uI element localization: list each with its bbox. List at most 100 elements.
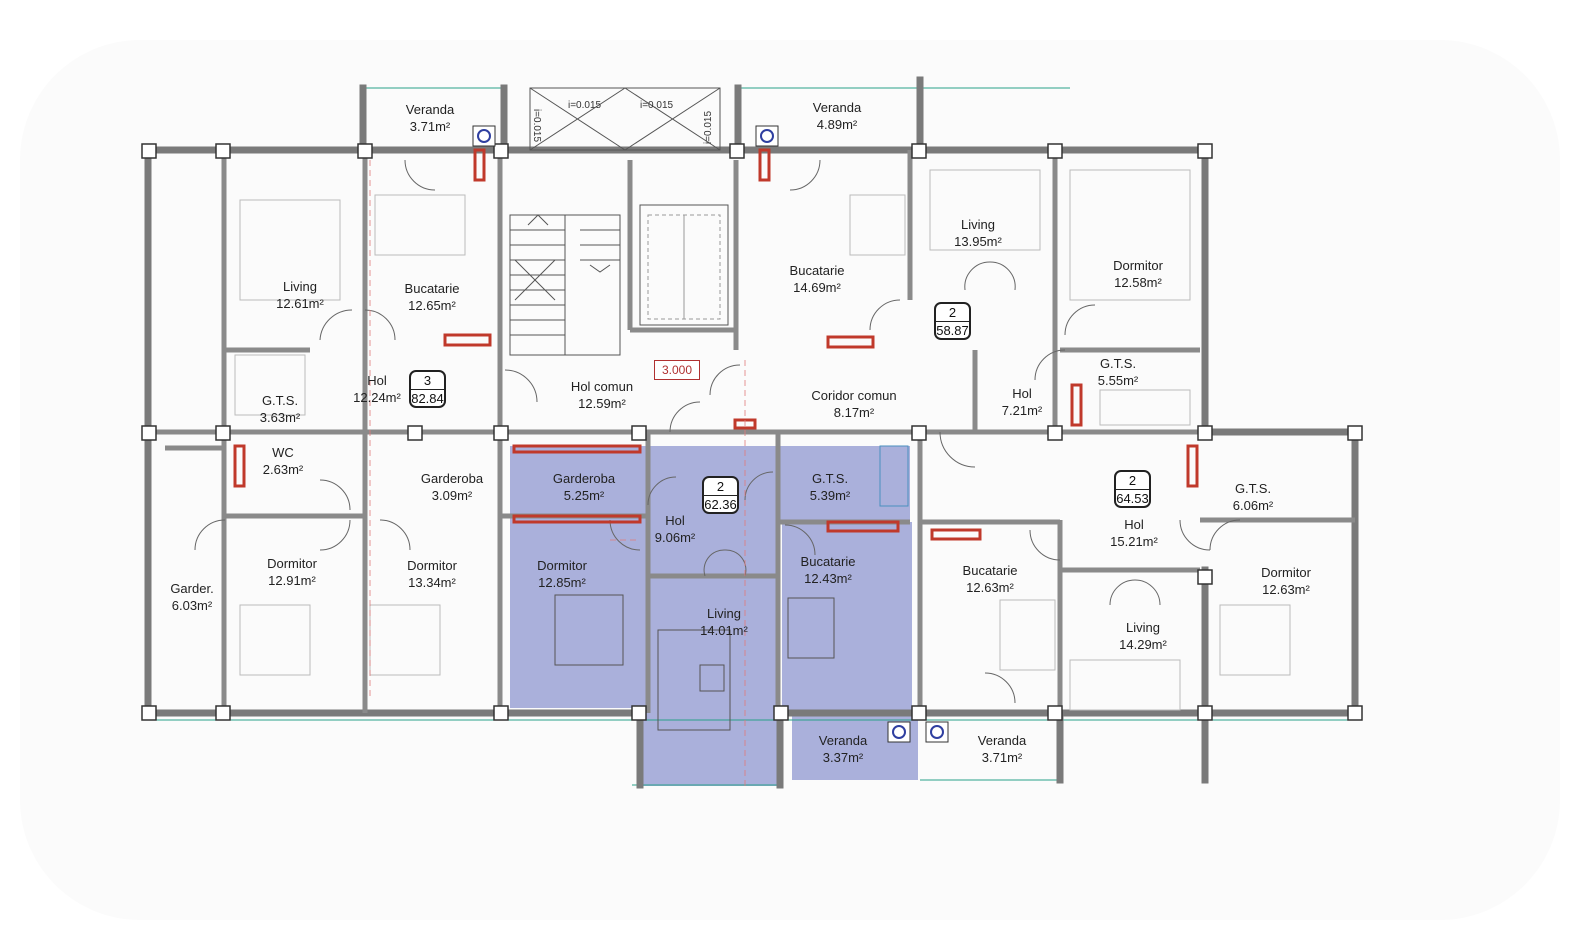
room-area: 13.95m² — [954, 234, 1002, 249]
room-name: Dormitor — [537, 558, 587, 573]
room-name: G.T.S. — [1234, 481, 1272, 496]
room-label: Hol 7.21m² — [1002, 385, 1042, 419]
apartment-room-count: 2 — [1116, 472, 1149, 490]
room-name: Veranda — [405, 102, 455, 117]
room-area: 4.89m² — [816, 117, 858, 132]
room-name: WC — [272, 445, 294, 460]
stairs — [509, 214, 621, 356]
room-area: 12.85m² — [538, 575, 586, 590]
room-label: G.T.S. 6.06m² — [1233, 480, 1273, 514]
room-label: Coridor comun 8.17m² — [811, 387, 896, 421]
room-name: Living — [283, 279, 317, 294]
columns — [141, 143, 1363, 721]
room-label: Hol 12.24m² — [353, 372, 401, 406]
room-name: Bucatarie — [404, 281, 460, 296]
room-area: 3.71m² — [409, 119, 451, 134]
room-label: Garder. 6.03m² — [170, 580, 213, 614]
room-name: Garderoba — [552, 471, 616, 486]
slope-mark: i=0.015 — [703, 110, 715, 145]
apartment-room-count: 2 — [704, 478, 737, 496]
room-area: 12.61m² — [276, 296, 324, 311]
room-name: G.T.S. — [261, 393, 299, 408]
room-area: 3.37m² — [822, 750, 864, 765]
interior-walls — [148, 150, 1355, 713]
room-label: Veranda 3.71m² — [406, 101, 454, 135]
room-name: Bucatarie — [789, 263, 845, 278]
room-area: 5.39m² — [809, 488, 851, 503]
room-name: Hol — [1012, 386, 1032, 401]
room-label: Garderoba 3.09m² — [421, 470, 483, 504]
room-area: 8.17m² — [833, 405, 875, 420]
room-name: Living — [707, 606, 741, 621]
room-name: Veranda — [818, 733, 868, 748]
room-area: 12.58m² — [1114, 275, 1162, 290]
furniture — [234, 169, 1291, 731]
highlighted-apartment — [510, 446, 918, 786]
apartment-area: 64.53 — [1116, 491, 1149, 506]
room-area: 5.55m² — [1097, 373, 1139, 388]
apartment-area: 62.36 — [704, 497, 737, 512]
room-area: 7.21m² — [1001, 403, 1043, 418]
room-area: 14.69m² — [793, 280, 841, 295]
room-label: Hol comun 12.59m² — [571, 378, 633, 412]
outline-lines — [145, 87, 1360, 786]
grid-lines — [369, 160, 746, 790]
apartment-area: 82.84 — [411, 391, 444, 406]
slope-mark: i=0.015 — [531, 108, 543, 143]
room-name: Bucatarie — [800, 554, 856, 569]
room-area: 3.71m² — [981, 750, 1023, 765]
apartment-room-count: 2 — [936, 304, 969, 322]
room-name: Veranda — [812, 100, 862, 115]
room-name: Living — [961, 217, 995, 232]
room-area: 12.63m² — [1262, 582, 1310, 597]
room-area: 3.63m² — [259, 410, 301, 425]
slope-mark: i=0.015 — [568, 100, 602, 111]
room-label: Living 12.61m² — [276, 278, 324, 312]
room-name: Garderoba — [420, 471, 484, 486]
room-name: Dormitor — [267, 556, 317, 571]
doors — [194, 159, 1241, 704]
room-name: Garder. — [170, 581, 214, 596]
room-label: G.T.S. 5.55m² — [1098, 355, 1138, 389]
room-label: Bucatarie 12.43m² — [801, 553, 856, 587]
apartment-area: 58.87 — [936, 323, 969, 338]
room-area: 6.06m² — [1232, 498, 1274, 513]
radiators — [233, 148, 1199, 541]
room-area: 12.59m² — [578, 396, 626, 411]
room-name: Hol — [367, 373, 387, 388]
room-name: Hol — [665, 513, 685, 528]
room-name: Dormitor — [407, 558, 457, 573]
room-name: G.T.S. — [1099, 356, 1137, 371]
slope-mark: i=0.015 — [640, 100, 674, 111]
room-area: 3.09m² — [431, 488, 473, 503]
ventilation-shaft — [529, 87, 721, 151]
room-label: Veranda 3.71m² — [978, 732, 1026, 766]
room-name: Veranda — [977, 733, 1027, 748]
room-name: Coridor comun — [811, 388, 897, 403]
room-area: 12.43m² — [804, 571, 852, 586]
room-label: G.T.S. 3.63m² — [260, 392, 300, 426]
room-name: Hol comun — [570, 379, 634, 394]
vent-markers — [472, 125, 949, 743]
room-label: Veranda 4.89m² — [813, 99, 861, 133]
room-name: Living — [1126, 620, 1160, 635]
room-area: 6.03m² — [171, 598, 213, 613]
room-area: 12.24m² — [353, 390, 401, 405]
room-name: Dormitor — [1113, 258, 1163, 273]
room-name: Bucatarie — [962, 563, 1018, 578]
